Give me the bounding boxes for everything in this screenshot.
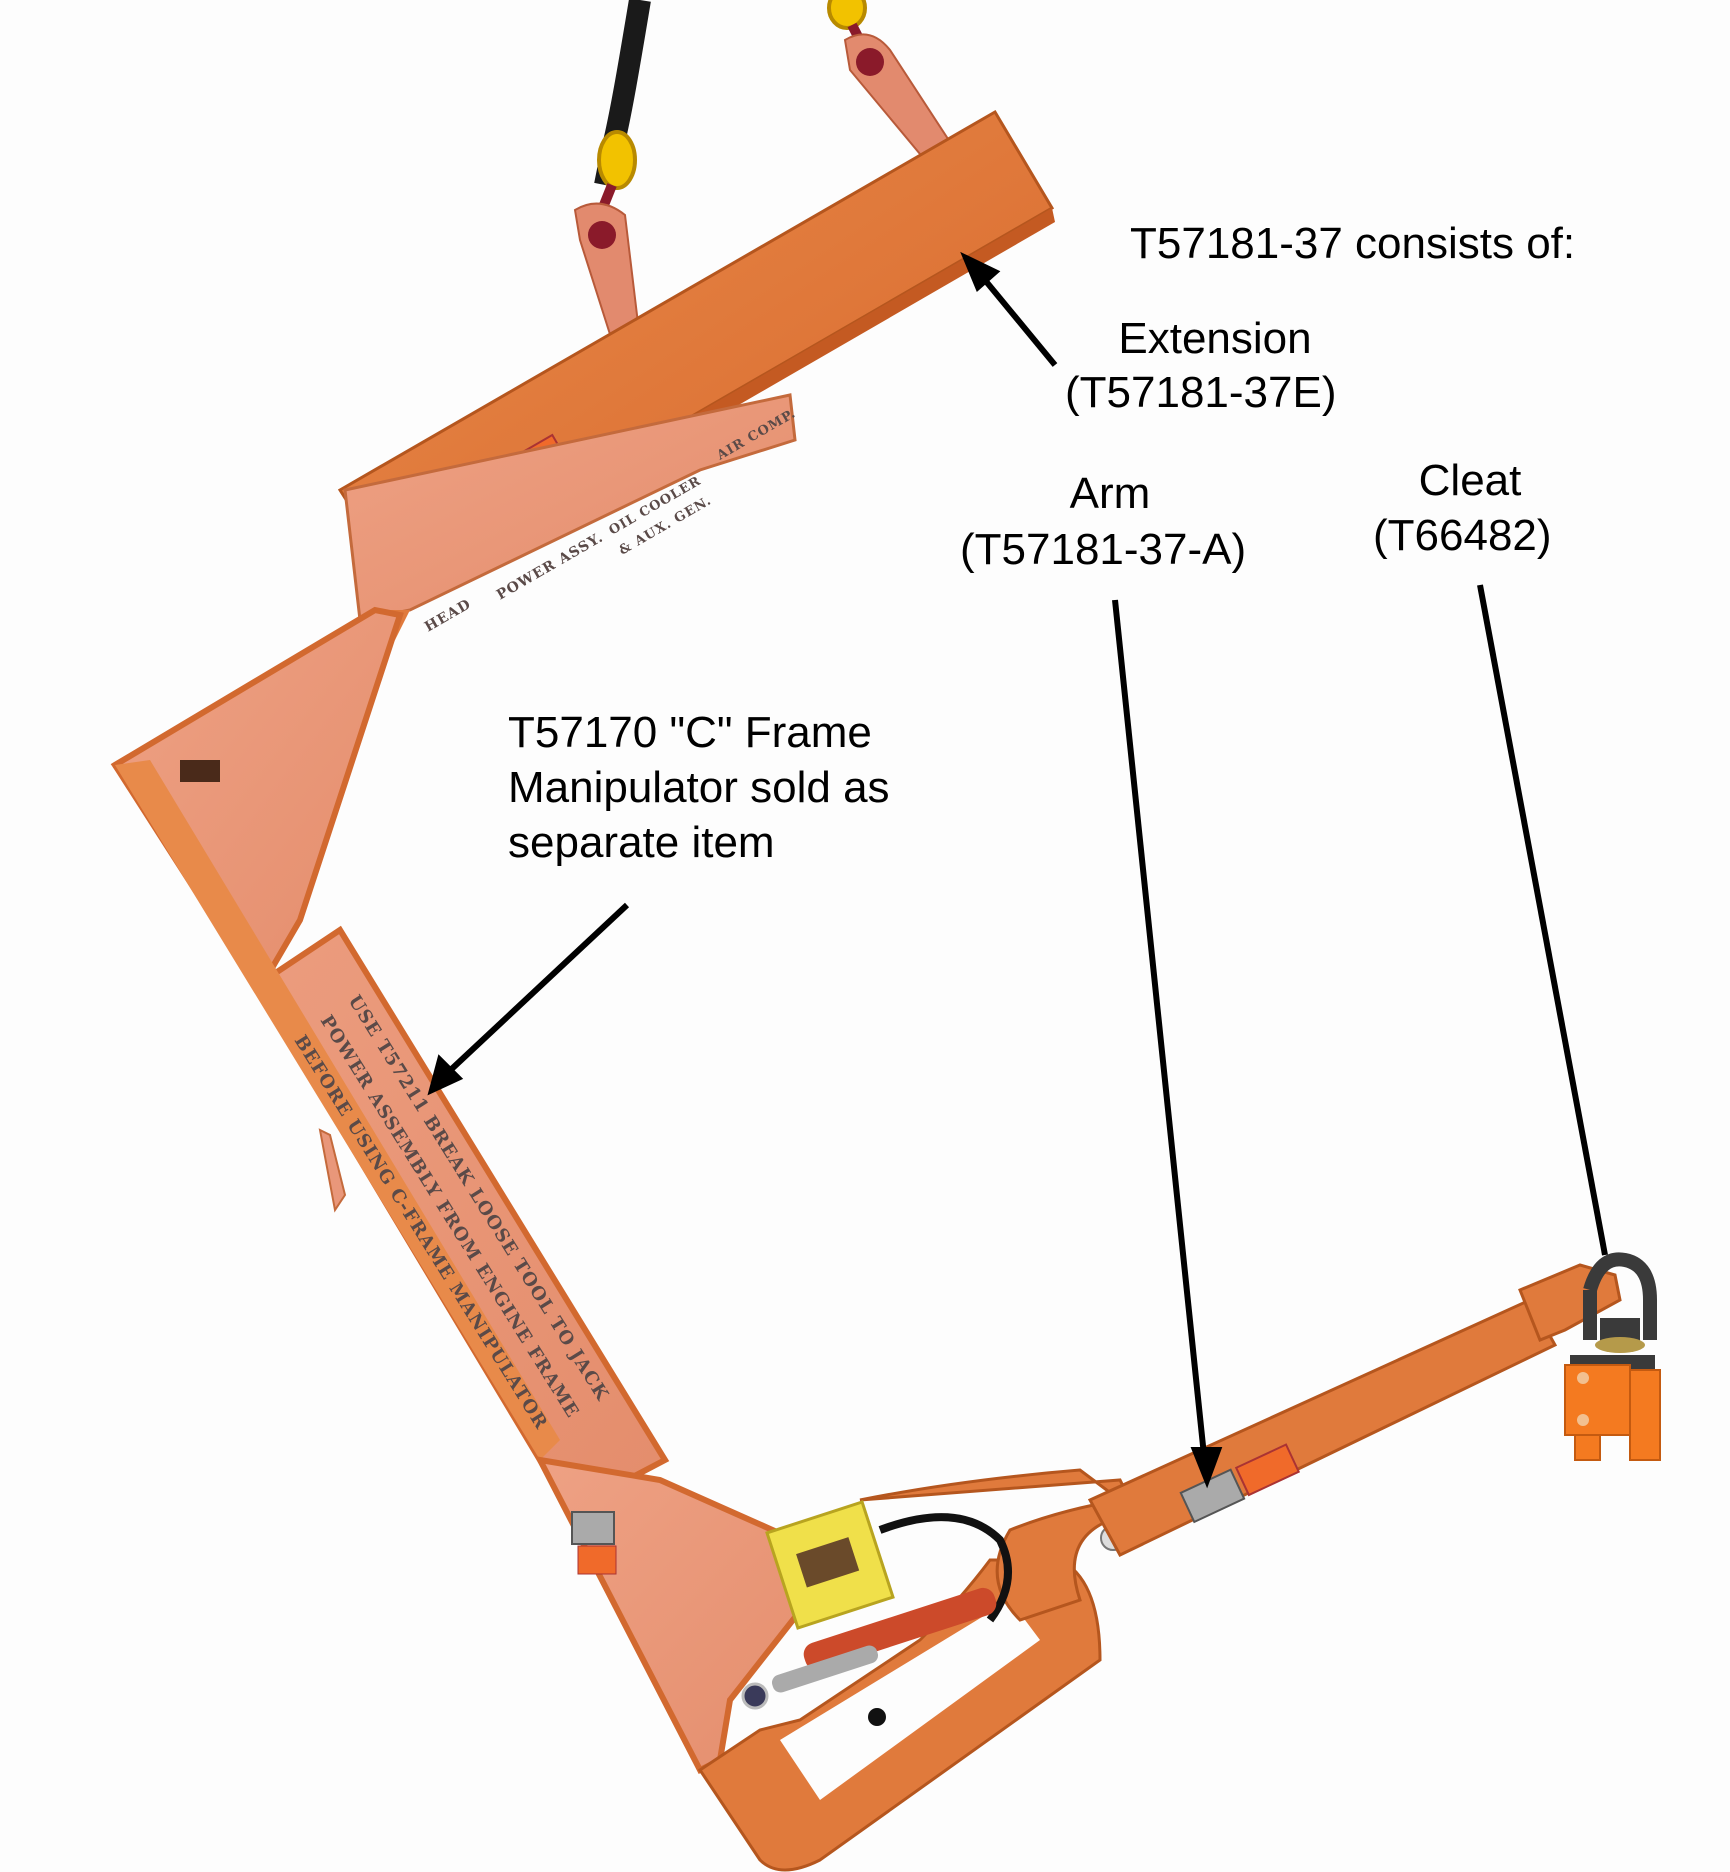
c-frame-manipulator xyxy=(110,393,1143,1872)
arrow-cleat xyxy=(1477,584,1608,1256)
arrow-arm-head xyxy=(1190,1447,1223,1489)
arm-name: Arm xyxy=(1069,469,1151,518)
arrow-arm xyxy=(1112,599,1208,1466)
warning-decal xyxy=(180,760,220,782)
arrow-c-frame-head xyxy=(427,1054,464,1096)
cleat-name: Cleat xyxy=(1418,456,1522,505)
extension-label: Extension xyxy=(1065,313,1365,365)
extension-part-number: (T57181-37E) xyxy=(1065,368,1337,417)
cleat-part-number: (T66482) xyxy=(1373,511,1552,560)
arm-part-number: (T57181-37-A) xyxy=(960,525,1247,574)
cleat xyxy=(1564,1252,1661,1461)
c-frame-note: T57170 "C" Frame Manipulator sold as sep… xyxy=(508,705,890,870)
lifting-chain xyxy=(594,0,875,217)
hydraulic-pump xyxy=(741,1500,1012,1726)
arrow-extension xyxy=(972,266,1058,367)
c-frame-note-line3: separate item xyxy=(508,818,775,867)
callout-arrows xyxy=(427,251,1608,1489)
c-frame-note-line2: Manipulator sold as xyxy=(508,763,890,812)
arm xyxy=(1087,1263,1622,1557)
arrow-c-frame xyxy=(439,902,630,1081)
c-frame-note-line1: T57170 "C" Frame xyxy=(508,708,872,757)
diagram-title: T57181-37 consists of: xyxy=(1130,219,1576,268)
extension-name: Extension xyxy=(1118,314,1312,363)
arrow-extension-head xyxy=(960,251,1001,293)
